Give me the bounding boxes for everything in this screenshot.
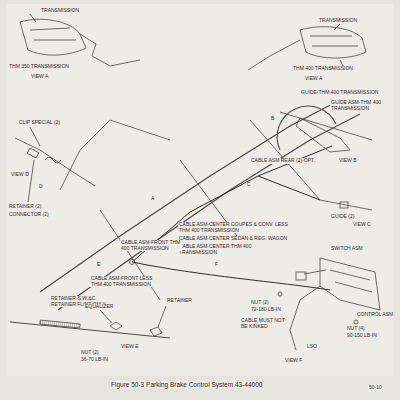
part-label: VIEW A <box>30 74 49 80</box>
part-label: THM 400 TRANSMISSION <box>292 66 354 72</box>
retainer <box>150 327 162 336</box>
view-callout: D <box>38 184 44 190</box>
nut <box>278 292 282 296</box>
part-label: VIEW E <box>120 344 140 350</box>
part-label: GUIDE (2) <box>330 214 355 220</box>
part-label: CABLE MUST NOT BE KINKED <box>240 318 290 329</box>
leader-line <box>28 160 34 202</box>
part-label: CONTROL ASM <box>356 312 394 318</box>
part-label: VIEW D <box>10 172 30 178</box>
cable <box>15 138 95 186</box>
body-mount <box>60 120 170 190</box>
control-detail <box>330 270 372 292</box>
part-label: 36-70 LB-IN <box>80 357 109 363</box>
part-label: 90-150 LB-IN <box>346 333 378 339</box>
part-label: CABLE ASM REAR (2)-OPT. <box>250 158 316 164</box>
part-label: GUIDE ASM-THM 400 TRANSMISSION <box>330 100 394 111</box>
transmission-detail <box>30 28 96 56</box>
leader-line <box>100 310 112 323</box>
part-label: VIEW B <box>338 158 358 164</box>
adjuster-rod <box>10 322 170 338</box>
figure-caption: Figure 50-3 Parking Brake Control System… <box>110 381 263 388</box>
part-label: 50-10 <box>368 385 383 391</box>
cable <box>320 200 372 210</box>
cable <box>290 286 320 350</box>
clip-special <box>45 157 61 163</box>
part-label: VIEW F <box>284 358 303 364</box>
part-label: THM 350 TRANSMISSION <box>8 64 70 70</box>
equalizer <box>130 260 135 265</box>
leader-line <box>158 306 166 327</box>
view-callout: E <box>96 262 101 268</box>
part-label: CLIP SPECIAL (2) <box>18 120 61 126</box>
transmission-detail <box>248 36 358 70</box>
part-label: VIEW C <box>352 222 372 228</box>
crossmember <box>100 120 320 300</box>
leader-line <box>334 24 340 30</box>
threaded-rod <box>40 320 80 328</box>
part-label: NUT (2) <box>80 350 100 356</box>
part-label: CABLE ASM-CENTER SEDAN & REG. WAGON <box>178 236 288 242</box>
view-callout: B <box>270 116 275 122</box>
guide <box>340 202 348 208</box>
part-label: CABLE ASM-CENTER COUPES & CONV. LESS THM… <box>178 222 290 233</box>
part-label: CABLE ASM-FRONT LESS THM 400 TRANSMISSIO… <box>90 276 160 287</box>
part-label: LSO <box>306 344 318 350</box>
part-label: CONNECTOR (2) <box>8 212 50 218</box>
nut <box>354 320 358 324</box>
part-label: SWITCH ASM <box>330 246 364 252</box>
wheel-well <box>277 106 336 150</box>
page-ground <box>6 4 394 376</box>
part-label: NUT (2) <box>250 300 270 306</box>
part-label: VIEW A <box>304 76 323 82</box>
leader-line <box>30 127 40 146</box>
equalizer <box>110 322 122 330</box>
leader-line <box>30 14 36 22</box>
transmission-case <box>300 27 366 58</box>
part-label: RETAINER <box>166 298 193 304</box>
part-label: GUIDE-THM 400 TRANSMISSION <box>300 90 379 96</box>
transmission-case <box>20 19 86 55</box>
part-label: 72-180 LB-IN <box>250 307 282 313</box>
cable <box>280 112 372 140</box>
part-label: CABLE ASM-CENTER THM 400 TRANSMISSION <box>178 244 290 255</box>
cable-end <box>92 56 140 66</box>
connector <box>27 148 39 158</box>
control-assembly <box>320 258 380 310</box>
leader-line <box>304 270 326 274</box>
view-callout: C <box>246 182 252 188</box>
switch <box>296 272 306 280</box>
frame-rail <box>58 114 360 310</box>
part-label: TRANSMISSION <box>318 18 358 24</box>
part-label: RETAINER (2) <box>8 204 42 210</box>
rear-cable <box>258 146 332 200</box>
part-label: EQUALIZER <box>84 304 114 310</box>
part-label: NUT (4) <box>346 326 366 332</box>
part-label: CABLE ASM-FRONT THM 400 TRANSMISSION <box>120 240 182 251</box>
view-callout: A <box>150 196 155 202</box>
part-label: TRANSMISSION <box>40 8 80 14</box>
view-callout: F <box>214 262 219 268</box>
front-cable <box>132 262 330 290</box>
frame-rail <box>40 100 340 292</box>
